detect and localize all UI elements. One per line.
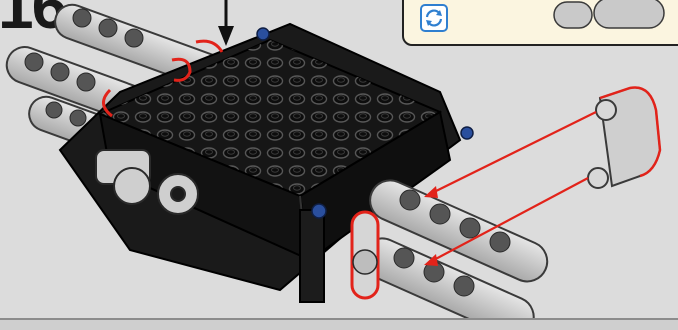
right-beams (356, 174, 554, 328)
highlighted-connector (352, 212, 378, 298)
insertion-arrow (218, 0, 234, 46)
floating-part (588, 87, 660, 188)
page-footer-bar (0, 318, 678, 330)
